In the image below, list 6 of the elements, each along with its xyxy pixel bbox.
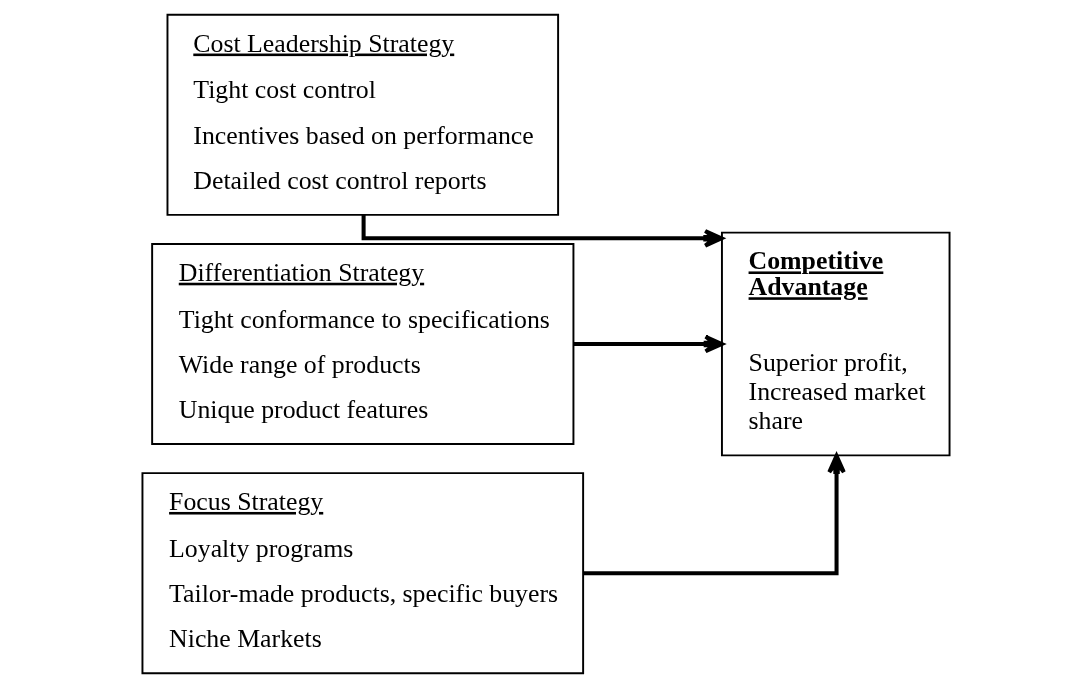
node-box: Competitive Advantage Superior profit, Increased market share <box>720 231 950 457</box>
arrow <box>583 453 846 576</box>
arrow <box>573 334 724 354</box>
node-box: Focus Strategy Loyalty programs Tailor-made products, specific buyers Niche Markets <box>141 472 584 675</box>
node-box: Differentiation Strategy Tight conformance to specifications Wide range of products Unique product features <box>150 242 574 446</box>
node-box: Cost Leadership Strategy Tight cost control Incentives based on performance Detailed cost control reports <box>166 13 559 216</box>
